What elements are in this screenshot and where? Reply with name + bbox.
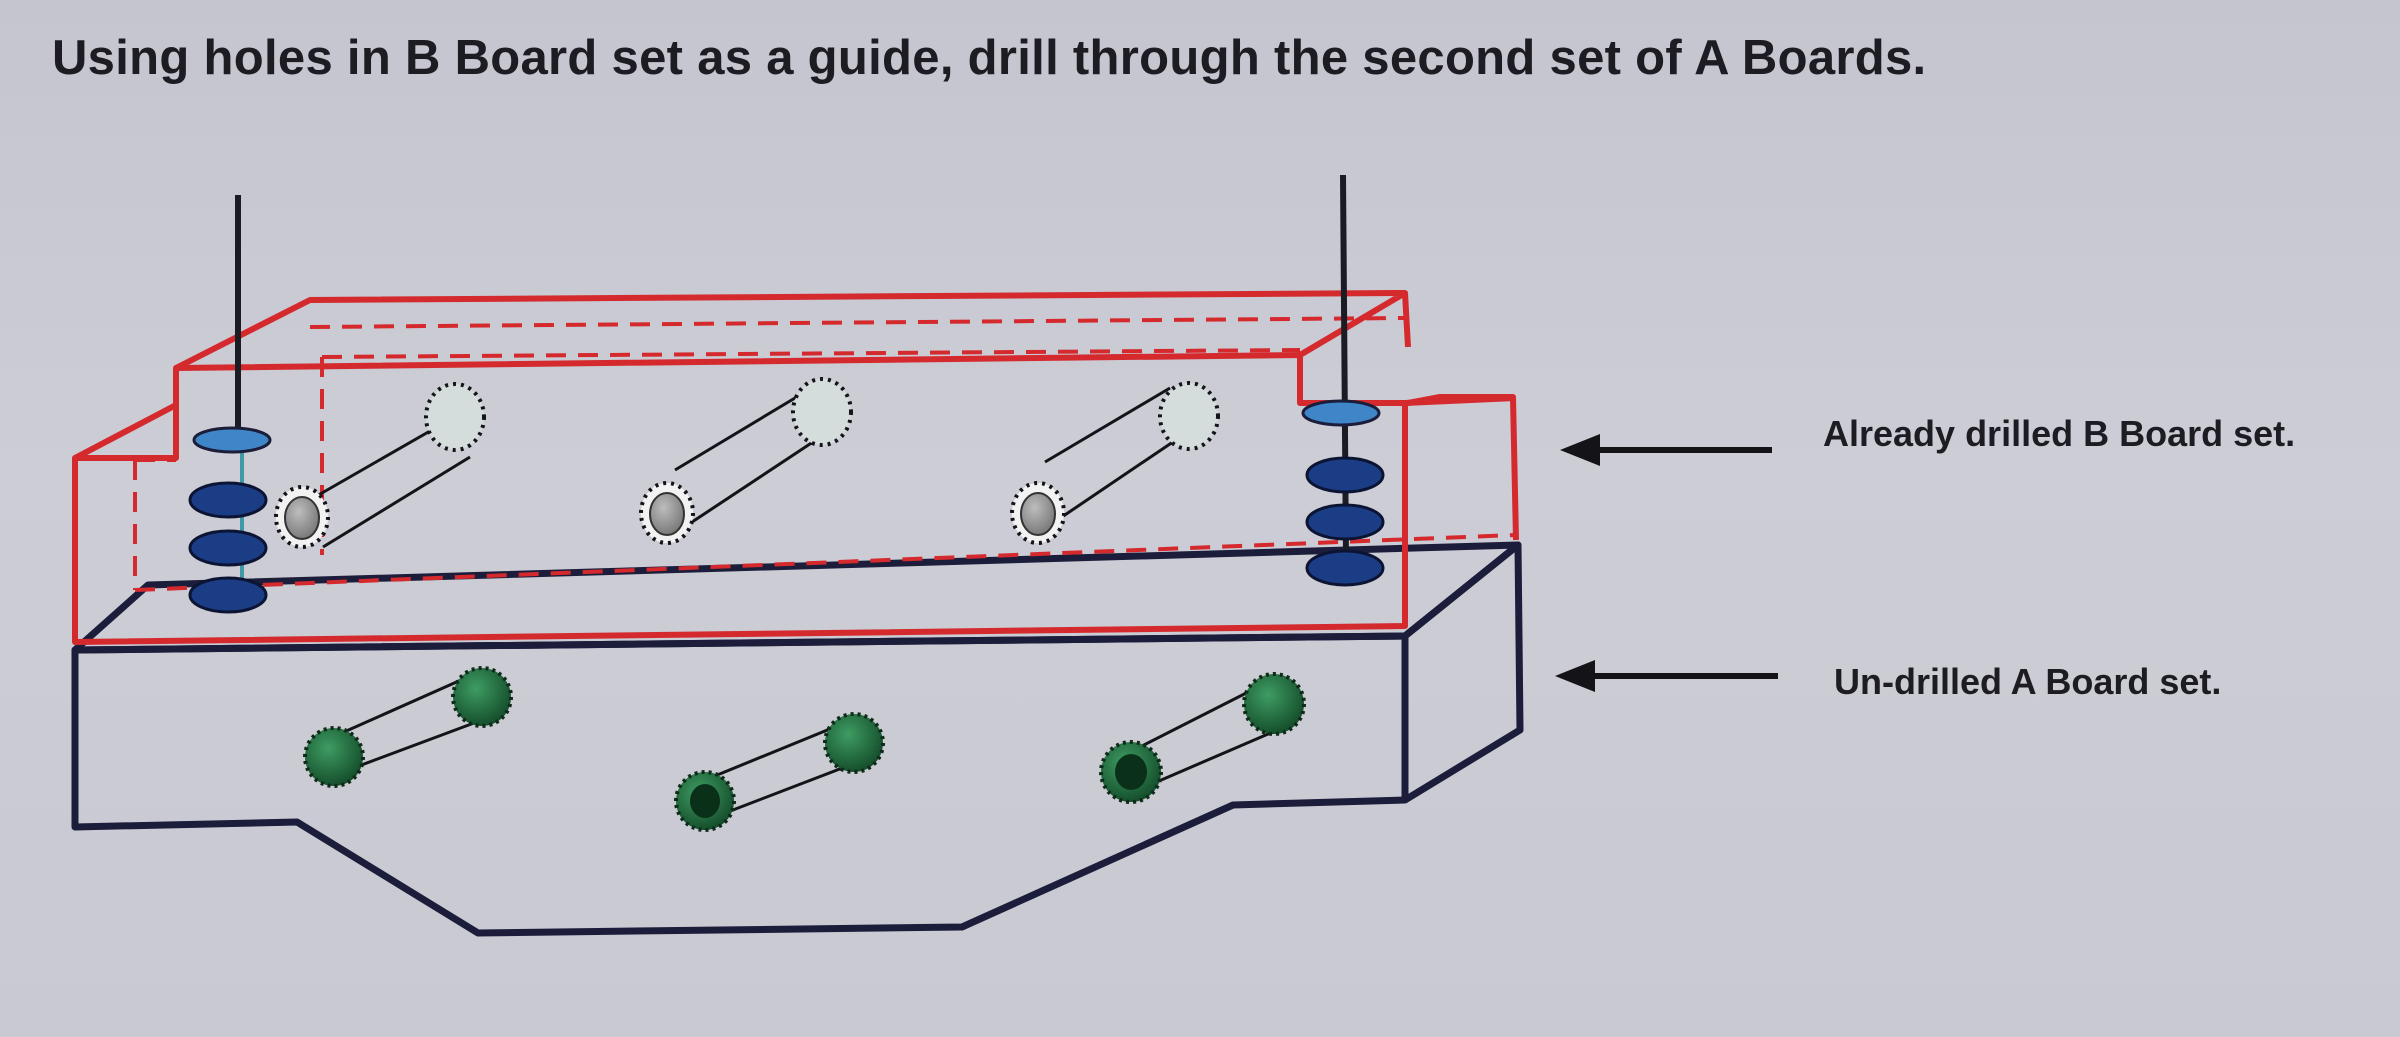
b-hole-2 [639,377,853,545]
arrow-left-icon [1560,434,1772,466]
a-board-label: Un-drilled A Board set. [1834,661,2222,702]
page-title: Using holes in B Board set as a guide, d… [52,31,1927,85]
b-hole-1 [274,382,486,549]
b-board [72,290,1519,645]
a-board-side-face [1402,541,1524,803]
a-board-holes [303,666,1306,832]
a-hole-2 [674,712,885,832]
a-board-front-face [71,632,1409,937]
a-hole-1 [303,666,513,788]
arrow-left-icon [1555,660,1778,692]
a-board [71,541,1524,937]
a-hole-3 [1099,672,1306,804]
b-board-holes [274,377,1220,549]
b-hole-3 [1010,381,1220,545]
left-clamp-assembly [188,195,272,614]
b-board-label: Already drilled B Board set. [1823,413,2296,454]
right-clamp-assembly [1301,174,1385,587]
